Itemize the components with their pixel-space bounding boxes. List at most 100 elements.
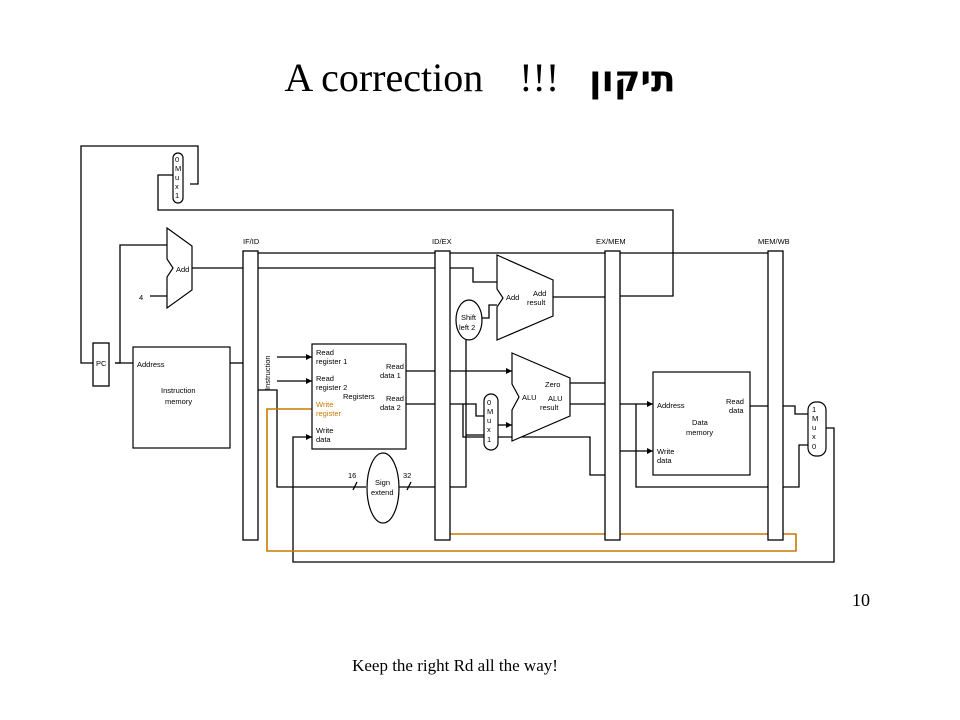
alu-mux-1: 1 [487, 435, 491, 444]
wb-mux-m: M [812, 414, 818, 423]
wb-mux-u: u [812, 423, 816, 432]
pc-mux-u: u [175, 173, 179, 182]
alu-mux-0: 0 [487, 398, 491, 407]
wire-instruction-bus [258, 389, 366, 488]
pipeline-register-ex-mem [604, 250, 621, 541]
page-number: 10 [852, 590, 870, 610]
pc-adder [166, 226, 193, 310]
wb-mux-1: 1 [812, 405, 816, 414]
reg-name: Registers [343, 392, 375, 401]
wb-mux-x: x [812, 432, 816, 441]
reg-read-register-1-b: register 1 [316, 357, 347, 366]
wire-alu-mux-in0 [450, 403, 484, 417]
reg-read-register-1-a: Read [316, 348, 334, 357]
reg-read-data-1-b: data 1 [380, 371, 401, 380]
label-id-ex: ID/EX [432, 237, 452, 246]
wire-pc-to-adder [115, 244, 167, 364]
label-mem-wb: MEM/WB [758, 237, 790, 246]
dmem-write-2: data [657, 456, 672, 465]
pc-register [92, 342, 110, 387]
alu-mux-u: u [487, 416, 491, 425]
dmem-name-2: memory [686, 428, 713, 437]
shift-left-label-2: left 2 [459, 323, 475, 332]
title-exclamation: !!! [519, 55, 560, 100]
pc-adder-label: Add [176, 265, 189, 274]
arrow-write-data [306, 434, 312, 440]
wire-shift-adder [482, 304, 497, 319]
dmem-address: Address [657, 401, 685, 410]
alu-mux-m: M [487, 407, 493, 416]
branch-adder [496, 254, 554, 341]
dmem-read-2: data [729, 406, 744, 415]
imem-address: Address [137, 360, 165, 369]
alu-mux-x: x [487, 425, 491, 434]
sign-extend-out-bits: 32 [403, 471, 411, 480]
arrow-mem-address [647, 401, 653, 407]
pipeline-register-if-id [242, 250, 259, 541]
dmem-write-1: Write [657, 447, 674, 456]
sign-extend-label-2: extend [371, 488, 394, 497]
arrow-alu-b [506, 422, 512, 428]
wire-imm-mux [450, 434, 484, 488]
reg-read-data-1-a: Read [386, 362, 404, 371]
alu [511, 352, 571, 442]
alu-result-2: result [540, 403, 559, 412]
pc-mux-x: x [175, 182, 179, 191]
const-four: 4 [139, 293, 143, 302]
dmem-name-1: Data [692, 418, 709, 427]
pipeline-register-mem-wb [767, 250, 784, 541]
sign-extend-label-1: Sign [375, 478, 390, 487]
alu-result-1: ALU [548, 394, 563, 403]
wire-pc4-branch-adder [450, 267, 497, 283]
sign-extend-unit [366, 452, 400, 524]
label-if-id: IF/ID [243, 237, 260, 246]
arrow-alu-a [506, 368, 512, 374]
arrow-mem-write [647, 448, 653, 454]
reg-write-register-a: Write [316, 400, 333, 409]
branch-adder-result-2: result [527, 298, 546, 307]
reg-write-data-a: Write [316, 426, 333, 435]
slide-title: A correction!!! תיקון [0, 54, 960, 104]
shift-left-unit [455, 299, 483, 341]
footnote: Keep the right Rd all the way! [352, 656, 558, 675]
reg-read-register-2-b: register 2 [316, 383, 347, 392]
wire-branch-target [157, 174, 674, 297]
arrow-rs [306, 354, 312, 360]
arrow-rt [306, 378, 312, 384]
pc-mux-1: 1 [175, 191, 179, 200]
wire-alu-result-memwb [635, 404, 768, 488]
writeback-mux [807, 401, 827, 457]
sign-extend-in-bits: 16 [348, 471, 356, 480]
dmem-read-1: Read [726, 397, 744, 406]
reg-write-register-b: register [316, 409, 342, 418]
label-ex-mem: EX/MEM [596, 237, 626, 246]
shift-left-label-1: Shift [461, 313, 477, 322]
register-file [311, 343, 407, 450]
instruction-memory [132, 346, 231, 449]
imem-name-1: Instruction [161, 386, 196, 395]
imem-name-2: memory [165, 397, 192, 406]
wire-rd2-exmem [462, 404, 605, 476]
title-hebrew: תיקון [589, 59, 676, 100]
pc-label: PC [96, 359, 107, 368]
reg-read-register-2-a: Read [316, 374, 334, 383]
alu-name: ALU [522, 393, 537, 402]
title-main: A correction [284, 55, 484, 100]
wire-wb-mux-in1 [783, 405, 808, 415]
reg-read-data-2-a: Read [386, 394, 404, 403]
instruction-bus-label: Instruction [263, 355, 272, 390]
reg-read-data-2-b: data 2 [380, 403, 401, 412]
wire-wb-mux-in0 [783, 444, 808, 488]
branch-adder-add: Add [506, 293, 519, 302]
alu-zero: Zero [545, 380, 560, 389]
pc-mux-0: 0 [175, 155, 179, 164]
pipeline-registers [242, 250, 784, 541]
wb-mux-0: 0 [812, 442, 816, 451]
pc-mux-m: M [175, 164, 181, 173]
alu-src-mux [483, 393, 499, 451]
pipeline-register-id-ex [434, 250, 451, 541]
branch-adder-result-1: Add [533, 289, 546, 298]
wire-rd-corrected [266, 408, 797, 552]
reg-write-data-b: data [316, 435, 331, 444]
